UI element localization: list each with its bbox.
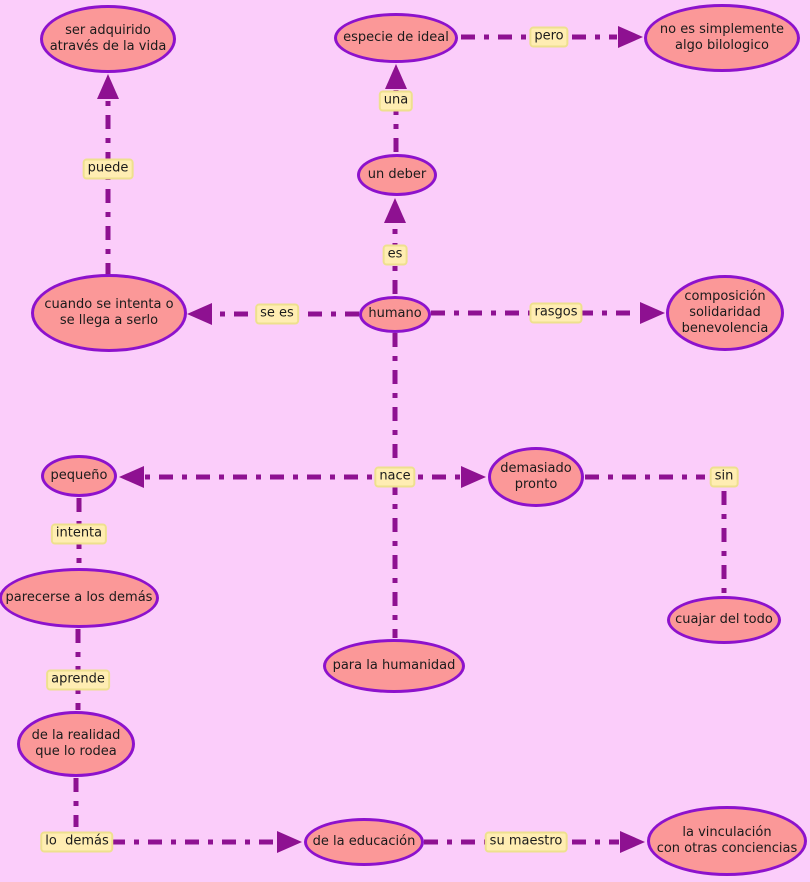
node-parecerse[interactable]: parecerse a los demás xyxy=(0,568,159,628)
node-un-deber[interactable]: un deber xyxy=(357,154,437,196)
node-cuando-se-intenta-label: cuando se intenta o se llega a serlo xyxy=(44,296,174,328)
arrowhead-composicion xyxy=(640,302,665,324)
node-cuajar-del-todo-label: cuajar del todo xyxy=(675,611,773,627)
node-ser-adquirido-label: ser adquirido através de la vida xyxy=(49,22,167,54)
edge-label-una[interactable]: una xyxy=(378,90,414,112)
node-demasiado-pronto-label: demasiado pronto xyxy=(500,460,572,492)
node-de-la-realidad-label: de la realidad que lo rodea xyxy=(31,727,121,759)
node-no-es-simplemente-label: no es simplemente algo bilologico xyxy=(659,21,785,53)
node-composicion-label: composición solidaridad benevolencia xyxy=(681,288,769,337)
edge-label-es[interactable]: es xyxy=(382,244,408,266)
node-pequeno-label: pequeño xyxy=(50,467,108,483)
arrowhead-especie xyxy=(385,64,407,89)
arrowhead-demasiado xyxy=(461,466,486,488)
node-ser-adquirido[interactable]: ser adquirido através de la vida xyxy=(40,5,176,73)
node-no-es-simplemente[interactable]: no es simplemente algo bilologico xyxy=(644,4,800,72)
node-composicion[interactable]: composición solidaridad benevolencia xyxy=(666,275,784,351)
arrowhead-ser-adquirido xyxy=(97,74,119,99)
node-parecerse-label: parecerse a los demás xyxy=(5,589,153,605)
edge-label-se-es[interactable]: se es xyxy=(255,303,299,325)
node-para-la-humanidad-label: para la humanidad xyxy=(332,657,456,673)
node-humano-label: humano xyxy=(368,306,422,322)
node-especie-de-ideal-label: especie de ideal xyxy=(343,29,449,45)
edge-label-sin[interactable]: sin xyxy=(709,466,739,488)
arrowhead-no-es xyxy=(618,26,643,48)
node-la-vinculacion[interactable]: la vinculación con otras conciencias xyxy=(647,806,807,876)
edge-label-lo-demas[interactable]: lo demás xyxy=(40,831,114,853)
edge-label-rasgos[interactable]: rasgos xyxy=(529,302,583,324)
node-humano[interactable]: humano xyxy=(359,296,431,333)
arrowhead-un-deber xyxy=(384,198,406,223)
arrowhead-pequeno xyxy=(119,466,144,488)
arrowhead-cuando xyxy=(187,303,212,325)
node-cuajar-del-todo[interactable]: cuajar del todo xyxy=(667,596,781,644)
edge-label-aprende[interactable]: aprende xyxy=(46,669,110,691)
node-la-vinculacion-label: la vinculación con otras conciencias xyxy=(656,824,798,856)
node-especie-de-ideal[interactable]: especie de ideal xyxy=(334,13,458,63)
edge-label-puede[interactable]: puede xyxy=(82,158,134,180)
node-pequeno[interactable]: pequeño xyxy=(41,455,117,497)
edge-label-intenta[interactable]: intenta xyxy=(50,523,108,545)
node-un-deber-label: un deber xyxy=(367,166,427,182)
node-cuando-se-intenta[interactable]: cuando se intenta o se llega a serlo xyxy=(31,274,187,352)
edge-label-su-maestro[interactable]: su maestro xyxy=(484,831,568,853)
node-de-la-realidad[interactable]: de la realidad que lo rodea xyxy=(17,711,135,777)
node-para-la-humanidad[interactable]: para la humanidad xyxy=(323,639,465,693)
node-de-la-educacion-label: de la educación xyxy=(312,833,416,849)
arrowhead-vinculacion xyxy=(620,831,645,853)
edge-label-nace[interactable]: nace xyxy=(374,466,416,488)
node-de-la-educacion[interactable]: de la educación xyxy=(304,818,424,866)
edge-label-pero[interactable]: pero xyxy=(529,26,569,48)
node-demasiado-pronto[interactable]: demasiado pronto xyxy=(488,447,584,507)
arrowhead-educacion xyxy=(277,831,302,853)
